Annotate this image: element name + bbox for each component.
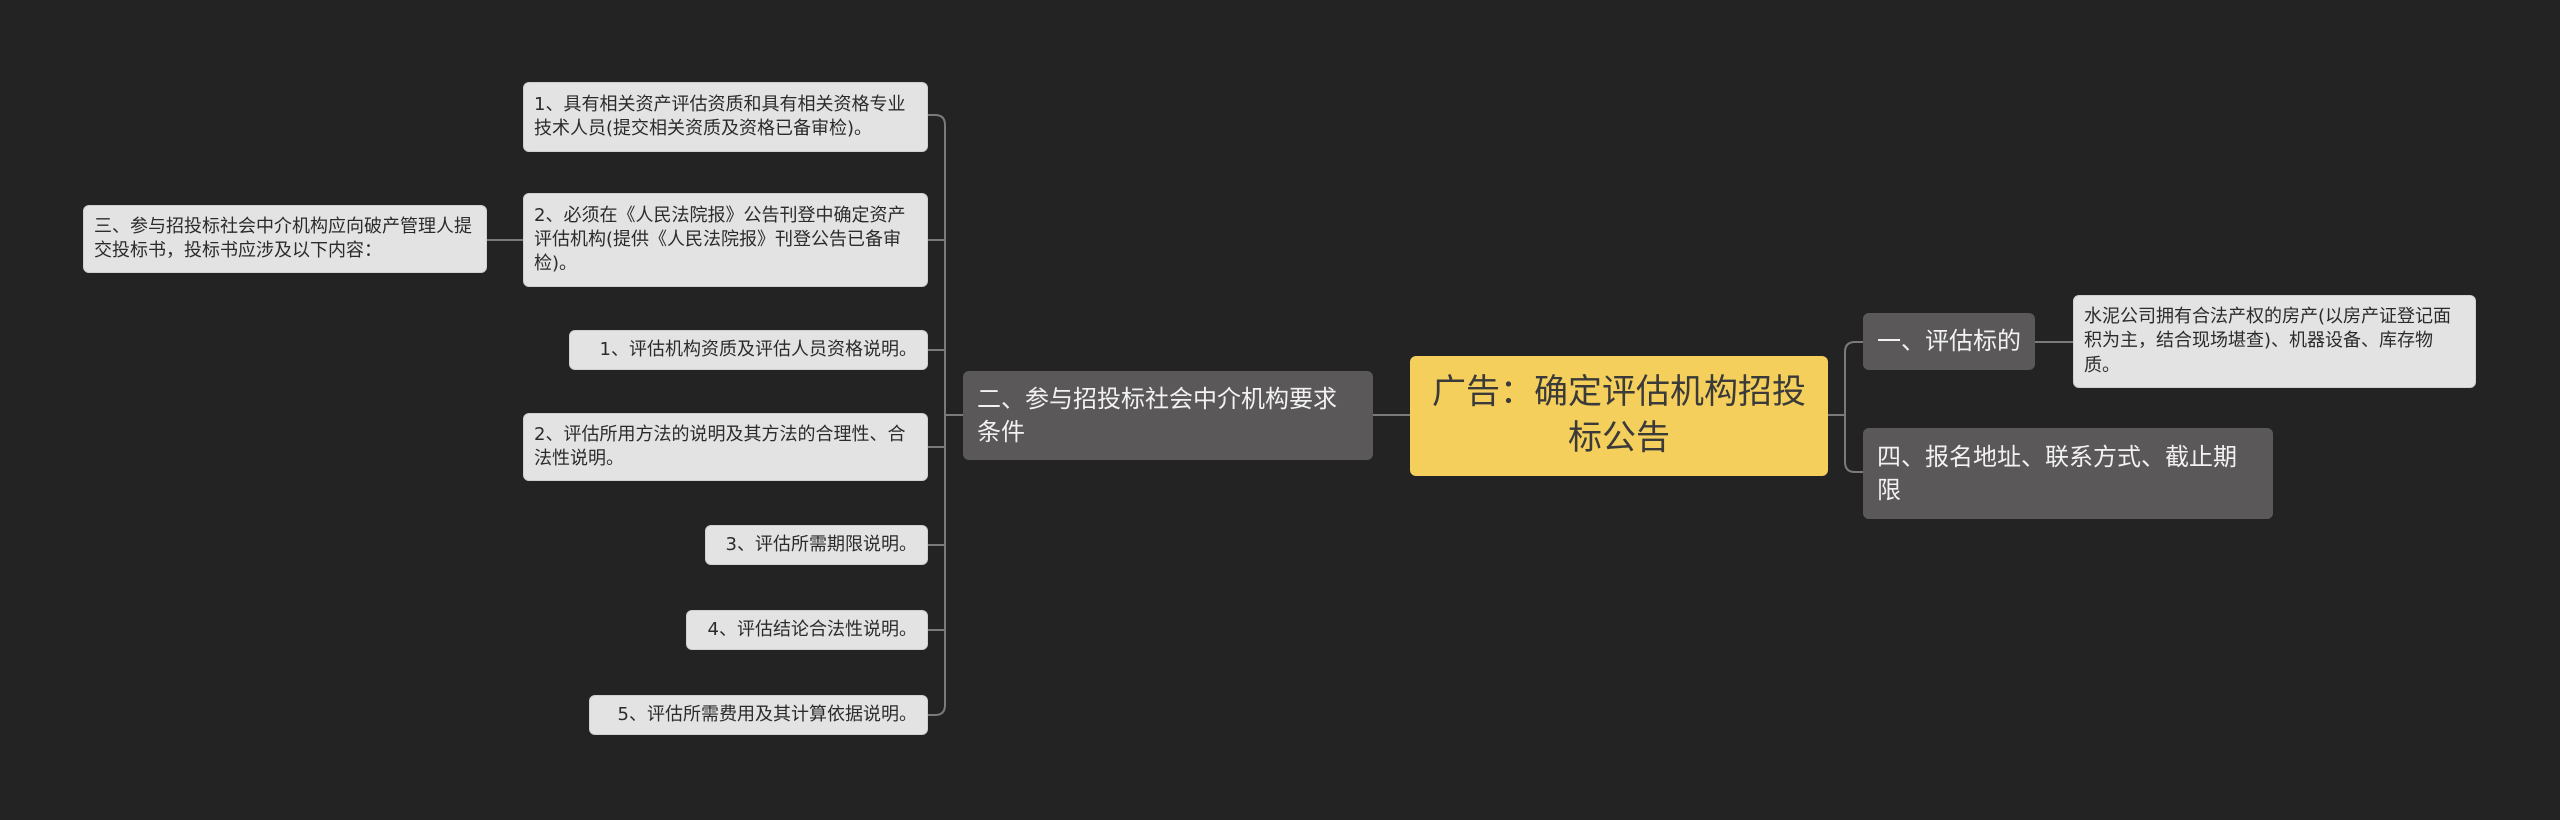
leaf-text: 2、必须在《人民法院报》公告刊登中确定资产评估机构(提供《人民法院报》刊登公告已…	[534, 204, 906, 275]
leaf-text: 2、评估所用方法的说明及其方法的合理性、合法性说明。	[534, 423, 906, 469]
branch-node-registration-info[interactable]: 四、报名地址、联系方式、截止期限	[1863, 428, 2273, 519]
leaf-text: 水泥公司拥有合法产权的房产(以房产证登记面积为主，结合现场堪查)、机器设备、库存…	[2084, 306, 2452, 376]
branch-label: 一、评估标的	[1877, 327, 2021, 356]
leaf-node-duration[interactable]: 3、评估所需期限说明。	[705, 525, 928, 565]
branch-label: 二、参与招投标社会中介机构要求条件	[977, 385, 1337, 446]
branch-label: 四、报名地址、联系方式、截止期限	[1877, 443, 2237, 504]
leaf-node-evaluation-detail[interactable]: 水泥公司拥有合法产权的房产(以房产证登记面积为主，结合现场堪查)、机器设备、库存…	[2073, 295, 2476, 388]
leaf-node-qualification[interactable]: 1、具有相关资产评估资质和具有相关资格专业技术人员(提交相关资质及资格已备审检)…	[523, 82, 928, 152]
leaf-node-legality[interactable]: 4、评估结论合法性说明。	[686, 610, 928, 650]
leaf-node-method[interactable]: 2、评估所用方法的说明及其方法的合理性、合法性说明。	[523, 413, 928, 481]
leaf-node-fees[interactable]: 5、评估所需费用及其计算依据说明。	[589, 695, 928, 735]
leaf-node-agency-qualification[interactable]: 1、评估机构资质及评估人员资格说明。	[569, 330, 928, 370]
leaf-text: 4、评估结论合法性说明。	[707, 618, 917, 640]
leaf-text: 3、评估所需期限说明。	[725, 533, 917, 555]
subparent-node-bid-document[interactable]: 三、参与招投标社会中介机构应向破产管理人提交投标书，投标书应涉及以下内容：	[83, 205, 487, 273]
leaf-text: 5、评估所需费用及其计算依据说明。	[617, 703, 917, 725]
root-title: 广告：确定评估机构招投标公告	[1432, 372, 1806, 458]
branch-node-evaluation-target[interactable]: 一、评估标的	[1863, 313, 2035, 370]
branch-node-agency-requirements[interactable]: 二、参与招投标社会中介机构要求条件	[963, 371, 1373, 460]
leaf-node-court-notice[interactable]: 2、必须在《人民法院报》公告刊登中确定资产评估机构(提供《人民法院报》刊登公告已…	[523, 193, 928, 287]
subparent-text: 三、参与招投标社会中介机构应向破产管理人提交投标书，投标书应涉及以下内容：	[94, 215, 472, 261]
leaf-text: 1、具有相关资产评估资质和具有相关资格专业技术人员(提交相关资质及资格已备审检)…	[534, 93, 906, 139]
connector-left-vertical	[928, 114, 946, 716]
root-node-title[interactable]: 广告：确定评估机构招投标公告	[1410, 356, 1828, 476]
connector-right-vertical	[1844, 341, 1863, 473]
leaf-text: 1、评估机构资质及评估人员资格说明。	[599, 338, 917, 360]
